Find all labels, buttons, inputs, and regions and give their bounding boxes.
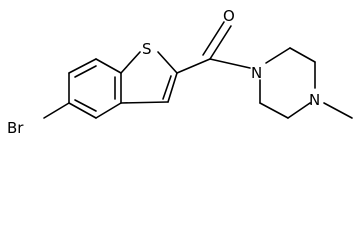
bond-c2-c3-double (162, 75, 172, 100)
bond-c5-c4 (68, 102, 97, 119)
bond-c7-c6 (68, 58, 97, 74)
piperazine-ring (259, 47, 353, 119)
bond-carbonyl-oxygen-2 (202, 21, 225, 56)
bond-carbonyl-oxygen-1 (209, 25, 232, 60)
aromatic-inner-bond-2 (74, 99, 97, 112)
benzene-ring (68, 58, 122, 119)
bond-n4-c-lower (287, 102, 311, 119)
atom-label-amide-nitrogen: N (251, 64, 262, 82)
aromatic-inner-bond-1 (74, 65, 97, 78)
chemical-structure: Br S O N N (7, 7, 353, 137)
atom-label-sulfur: S (142, 40, 152, 58)
thiophene-ring (120, 51, 178, 104)
atom-label-methyl-nitrogen: N (309, 91, 320, 109)
bond-c7a-s (120, 51, 141, 74)
bond-c2-c3 (167, 72, 178, 103)
atom-label-bromine: Br (7, 119, 24, 137)
bond-c5-bromine (43, 102, 70, 119)
bond-c4-c3a (95, 102, 122, 119)
bond-n1-c-upper (265, 47, 291, 64)
bond-s-c2 (157, 51, 178, 74)
bond-c-lower-c-left (259, 102, 289, 119)
bond-c2-carbonyl (176, 58, 211, 74)
atom-label-oxygen: O (223, 7, 235, 25)
carbonyl-group (176, 21, 251, 74)
bond-carbonyl-amide-n (209, 58, 251, 69)
bond-c-upper-c-right (289, 47, 316, 63)
bond-n4-methyl (323, 102, 353, 119)
bond-c7a-c7 (95, 58, 122, 74)
bond-c3-c3a (120, 101, 169, 104)
